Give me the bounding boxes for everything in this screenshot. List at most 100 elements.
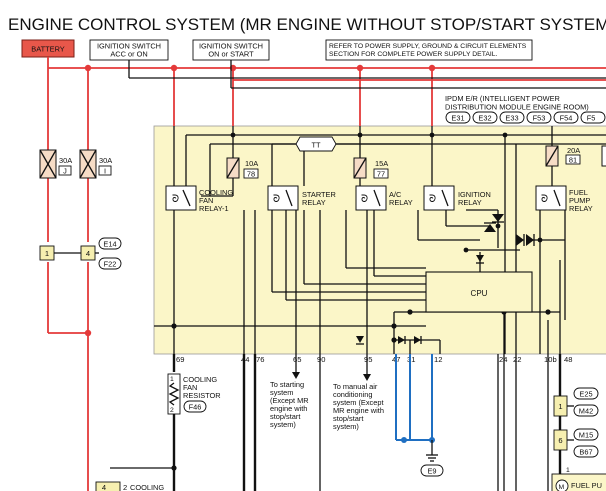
fuel-pump-relay-l2: PUMP — [569, 196, 590, 205]
starting-system-note: To starting system (Except MR engine wit… — [270, 380, 309, 429]
ignition-on-line1: IGNITION SWITCH — [199, 42, 263, 51]
resistor-tag: F46 — [189, 403, 202, 412]
battery-label: BATTERY — [31, 45, 64, 54]
fuse-30a-j: 30A J — [39, 149, 72, 179]
tag-e32 — [472, 111, 498, 124]
pin-65: 65 — [293, 355, 301, 364]
joint-pin4: 4 — [86, 249, 90, 258]
resistor-pin2: 2 — [170, 407, 174, 414]
fuel-pump-pin: 1 — [566, 467, 570, 474]
joint-connector-e14-f22: 1 4 E14 F22 — [39, 237, 122, 270]
ac-note-l6: system) — [333, 422, 359, 431]
bottom-cooling-label: COOLING — [130, 483, 164, 491]
starting-note-l6: system) — [270, 420, 296, 429]
ac-relay-l1: A/C — [389, 190, 402, 199]
pin-90: 90 — [317, 355, 325, 364]
fuse-77-amp: 15A — [375, 159, 388, 168]
fuel-pump-partial: 1 M FUEL PU — [551, 467, 606, 491]
tag-e33 — [499, 111, 525, 124]
joint-pin1: 1 — [45, 249, 49, 258]
starting-note-l4: engine with — [270, 404, 307, 413]
fuel-pump-relay-l1: FUEL — [569, 188, 588, 197]
refer-note-line2: SECTION FOR COMPLETE POWER SUPPLY DETAIL… — [329, 51, 498, 58]
ipdm-label-line2: DISTRIBUTION MODULE ENGINE ROOM) — [445, 103, 589, 112]
cooling-fan-relay-l1: COOLING — [199, 188, 233, 197]
ignition-relay: ᘐ IGNITION RELAY — [423, 185, 491, 211]
ignition-feed-wires — [128, 60, 606, 89]
tag-e31 — [445, 111, 471, 124]
ignition-acc-line2: ACC or ON — [110, 50, 147, 59]
tag-f54 — [553, 111, 579, 124]
pin-44: 44 — [241, 355, 249, 364]
fuse-i-amp: 30A — [99, 156, 112, 165]
svg-text:ᘐ: ᘐ — [429, 194, 436, 205]
pin-24: 24 — [499, 355, 507, 364]
starting-note-l3: (Except MR — [270, 396, 309, 405]
pin-48: 48 — [564, 355, 572, 364]
fuel-pump-relay-l3: RELAY — [569, 204, 593, 213]
pin-31: 31 — [407, 355, 415, 364]
ac-relay-l2: RELAY — [389, 198, 413, 207]
tag-f53 — [526, 111, 552, 124]
tt-connector: TT — [295, 136, 337, 152]
resistor-label-l2: FAN — [183, 383, 197, 392]
cpu-label: CPU — [471, 289, 488, 298]
ac-note-l3: system (Except — [333, 398, 384, 407]
refer-note-line1: REFER TO POWER SUPPLY, GROUND & CIRCUIT … — [329, 43, 527, 50]
tag-e25: E25 — [579, 390, 592, 399]
ignition-relay-l2: RELAY — [458, 198, 482, 207]
fuse-81-amp: 20A — [567, 146, 580, 155]
fuse-i-id-box — [98, 165, 112, 176]
motor-symbol: M — [559, 484, 565, 491]
fuse-78-id: 78 — [247, 170, 255, 179]
ac-system-note: To manual air conditioning system (Excep… — [333, 382, 384, 431]
tag-f54-text: F54 — [560, 114, 573, 123]
external-wires — [110, 354, 562, 491]
fuse-20a-81: 20A 81 — [545, 145, 606, 167]
starter-relay-l2: RELAY — [302, 198, 326, 207]
tag-f5-text: F5 — [587, 114, 596, 123]
ac-note-l1: To manual air — [333, 382, 378, 391]
tag-b67: B67 — [579, 448, 592, 457]
pin-12: 12 — [434, 355, 442, 364]
resistor-pin1: 1 — [170, 376, 174, 383]
ac-note-l4: MR engine with — [333, 406, 384, 415]
tag-f22: F22 — [104, 260, 117, 269]
svg-text:ᘐ: ᘐ — [541, 194, 548, 205]
svg-text:ᘐ: ᘐ — [172, 194, 179, 205]
fuse-77-id: 77 — [377, 170, 385, 179]
ground-wires: E9 — [395, 354, 444, 477]
cpu-block — [425, 271, 533, 313]
pin-76: 76 — [256, 355, 264, 364]
ignition-acc-line1: IGNITION SWITCH — [97, 42, 161, 51]
refer-note-box — [325, 39, 533, 61]
fuel-pump-relay: ᘐ FUEL PUMP RELAY — [535, 185, 593, 213]
ac-note-l2: conditioning — [333, 390, 372, 399]
svg-text:ᘐ: ᘐ — [361, 194, 368, 205]
tag-e33-text: E33 — [505, 114, 518, 123]
terminal-pins: 69 44 76 65 90 95 47 31 12 24 22 10b 48 — [176, 355, 572, 364]
ac-relay: ᘐ A/C RELAY — [355, 185, 413, 211]
fuse-81-id: 81 — [569, 156, 577, 165]
conn-m15-pin: 6 — [558, 436, 562, 445]
cooling-fan-relay-l2: FAN — [199, 196, 213, 205]
tag-m15: M15 — [579, 431, 593, 440]
ignition-relay-l1: IGNITION — [458, 190, 491, 199]
tag-e32-text: E32 — [478, 114, 491, 123]
pin-22: 22 — [513, 355, 521, 364]
cooling-fan-relay-1: ᘐ COOLING FAN RELAY-1 — [165, 185, 233, 213]
ipdm-label-line1: IPDM E/R (INTELLIGENT POWER — [445, 94, 560, 103]
bottom-cooling-partial: 4 2 COOLING — [95, 481, 164, 491]
ipdm-connector-tags: E31 E32 E33 F53 F54 F5 — [445, 111, 606, 124]
connector-e25-m42: 1 E25 M42 — [553, 387, 599, 417]
pin-10b: 10b — [544, 355, 557, 364]
starting-note-l5: stop/start — [270, 412, 300, 421]
diodes — [356, 214, 535, 345]
fuse-j-amp: 30A — [59, 156, 72, 165]
cooling-fan-relay-l3: RELAY-1 — [199, 204, 229, 213]
fuse-10a-78: 10A 78 — [226, 157, 259, 179]
tag-f5 — [580, 111, 606, 124]
fuse-78-amp: 10A — [245, 159, 258, 168]
starter-relay-l1: STARTER — [302, 190, 336, 199]
